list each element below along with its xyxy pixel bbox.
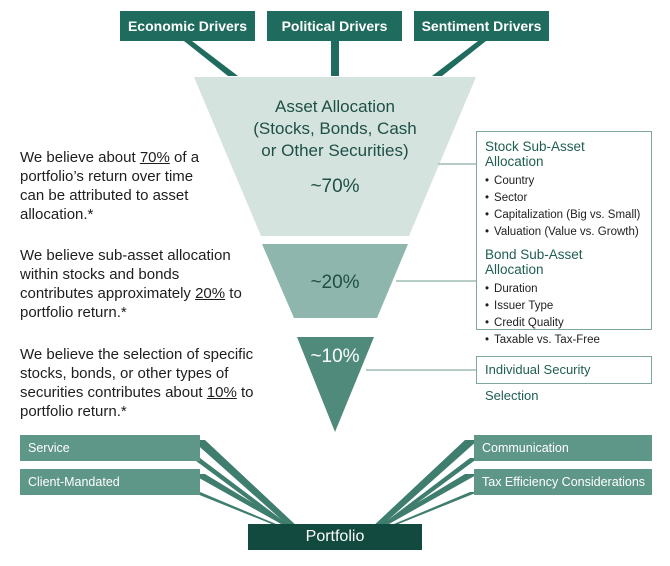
funnel-asset-allocation bbox=[194, 77, 476, 236]
customization-bar: Client-Mandated Customization bbox=[20, 469, 200, 515]
funnel-top-line-3: or Other Securities) bbox=[261, 141, 408, 160]
p1-post: of a portfolio’s return over time can be… bbox=[20, 149, 200, 223]
economic-connector bbox=[184, 41, 238, 76]
list-item: Taxable vs. Tax-Free bbox=[485, 332, 643, 349]
tax-efficiency-label: Tax Efficiency Considerations bbox=[482, 475, 646, 489]
list-item: Country bbox=[485, 173, 643, 190]
economic-drivers-box: Economic Drivers bbox=[120, 11, 255, 41]
p1-pre: We believe about bbox=[20, 149, 140, 166]
p3-percent: 10% bbox=[206, 384, 237, 401]
driver-connectors bbox=[184, 41, 486, 76]
sentiment-drivers-box: Sentiment Drivers bbox=[414, 11, 549, 41]
p2-pre: We believe sub-asset allocation within s… bbox=[20, 247, 231, 302]
p3-post: to portfolio return.* bbox=[20, 384, 254, 420]
list-item: Capitalization (Big vs. Small) bbox=[485, 207, 643, 224]
portfolio-fan bbox=[192, 440, 478, 529]
list-item: Duration bbox=[485, 281, 643, 298]
political-connector bbox=[331, 41, 339, 76]
customization-label: Client-Mandated Customization bbox=[20, 475, 120, 515]
security-selection-label: Individual Security Selection bbox=[485, 362, 591, 403]
list-item: Sector bbox=[485, 190, 643, 207]
list-item: Valuation (Value vs. Growth) bbox=[485, 224, 643, 241]
communication-bar: Communication bbox=[474, 435, 652, 461]
funnel-top-line-2: (Stocks, Bonds, Cash bbox=[253, 119, 416, 138]
sentiment-connector bbox=[432, 41, 486, 76]
list-item: Credit Quality bbox=[485, 315, 643, 332]
stock-sub-asset-title: Stock Sub-Asset Allocation bbox=[485, 139, 585, 169]
portfolio-label: Portfolio bbox=[305, 528, 365, 545]
p2-percent: 20% bbox=[195, 285, 226, 302]
list-item: Issuer Type bbox=[485, 298, 643, 315]
bond-sub-asset-title: Bond Sub-Asset Allocation bbox=[485, 247, 583, 277]
p3-pre: We believe the selection of specific sto… bbox=[20, 346, 254, 401]
p2-post: to portfolio return.* bbox=[20, 285, 242, 321]
p1-percent: 70% bbox=[139, 149, 170, 166]
security-selection-explanation: We believe the selection of specific sto… bbox=[20, 345, 280, 421]
service-bar: Service bbox=[20, 435, 200, 461]
service-label: Service bbox=[28, 441, 70, 455]
funnel-top-line-1: Asset Allocation bbox=[275, 97, 395, 116]
allocation-explanation: We believe about 70% of a portfolio’s re… bbox=[20, 148, 220, 224]
political-drivers-box: Political Drivers bbox=[267, 11, 402, 41]
sub-allocation-explanation: We believe sub-asset allocation within s… bbox=[20, 246, 248, 322]
funnel-top-percent: ~70% bbox=[310, 176, 359, 197]
tax-efficiency-bar: Tax Efficiency Considerations bbox=[474, 469, 652, 495]
communication-label: Communication bbox=[482, 441, 569, 455]
portfolio-box: Portfolio bbox=[248, 524, 422, 550]
bond-sub-asset-list: Duration Issuer Type Credit Quality Taxa… bbox=[485, 281, 643, 349]
funnel-sub-asset bbox=[262, 244, 408, 318]
stock-sub-asset-list: Country Sector Capitalization (Big vs. S… bbox=[485, 173, 643, 241]
sub-asset-box: Stock Sub-Asset Allocation Country Secto… bbox=[476, 131, 652, 346]
security-selection-box: Individual Security Selection bbox=[476, 356, 652, 403]
funnel-bottom-percent: ~10% bbox=[310, 346, 359, 367]
funnel-mid-percent: ~20% bbox=[310, 272, 359, 293]
funnel-security bbox=[297, 337, 374, 432]
